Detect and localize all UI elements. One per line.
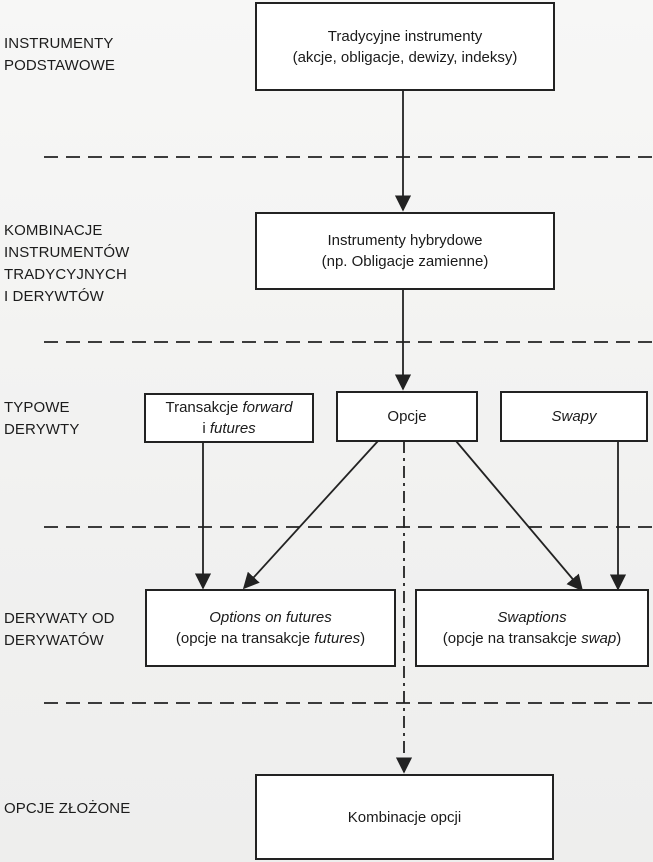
box-options-on-futures-subtitle-a: (opcje na transakcje	[175, 630, 315, 647]
level-label-compound-options: OPCJE ZŁOŻONE	[4, 800, 131, 817]
box-option-combinations: Kombinacje opcji	[255, 774, 554, 860]
box-swaptions-subtitle: (opcje na transakcje swap)	[443, 628, 621, 649]
box-traditional-subtitle: (akcje, obligacje, dewizy, indeksy)	[292, 48, 518, 66]
box-forward-line1-text: Transakcje	[165, 399, 243, 416]
box-hybrid-subtitle: (np. Obligacje zamienne)	[321, 253, 489, 270]
box-swaptions-subtitle-c: )	[616, 630, 622, 647]
box-options-on-futures-title: Options on futures	[209, 609, 332, 626]
arrow-options-to-options-on-futures	[242, 440, 379, 590]
box-swaps: Swapy	[500, 391, 648, 442]
level-label-derivatives-of-derivatives: DERYWATY OD DERYWATÓW	[4, 610, 115, 649]
level-label-basic-instruments: INSTRUMENTY PODSTAWOWE	[4, 35, 115, 74]
box-forward-line2-italic: futures	[209, 420, 256, 437]
level-label-combinations: KOMBINACJE INSTRUMENTÓW TRADYCYJNYCH I D…	[4, 222, 130, 305]
box-options: Opcje	[336, 391, 478, 442]
box-swaptions-title: Swaptions	[497, 609, 567, 626]
arrow-options-to-swaptions	[455, 440, 584, 592]
box-options-on-futures-subtitle: (opcje na transakcje futures)	[176, 628, 365, 649]
box-forward-line1: Transakcje forward	[165, 397, 292, 418]
box-swaps-title: Swapy	[551, 408, 597, 425]
box-options-on-futures-subtitle-c: )	[360, 630, 366, 647]
box-hybrid-instruments: Instrumenty hybrydowe (np. Obligacje zam…	[255, 212, 555, 290]
box-options-on-futures-subtitle-b: futures	[314, 630, 361, 647]
box-option-combinations-title: Kombinacje opcji	[347, 808, 462, 826]
box-traditional-title: Tradycyjne instrumenty	[327, 27, 483, 45]
box-hybrid-title: Instrumenty hybrydowe	[327, 232, 483, 249]
level-label-typical-derivatives: TYPOWE DERYWTY	[4, 399, 80, 438]
box-forward-line2: i futures	[202, 418, 255, 439]
box-swaptions-subtitle-b: swap	[581, 630, 617, 647]
box-traditional-instruments: Tradycyjne instrumenty (akcje, obligacje…	[255, 2, 555, 91]
box-options-on-futures: Options on futures (opcje na transakcje …	[145, 589, 396, 667]
box-forward-futures: Transakcje forward i futures	[144, 393, 314, 443]
box-swaptions: Swaptions (opcje na transakcje swap)	[415, 589, 649, 667]
box-swaptions-subtitle-a: (opcje na transakcje	[442, 630, 582, 647]
box-forward-line1-italic: forward	[242, 399, 293, 416]
box-forward-line2-text: i	[202, 420, 210, 437]
box-options-title: Opcje	[387, 408, 427, 425]
